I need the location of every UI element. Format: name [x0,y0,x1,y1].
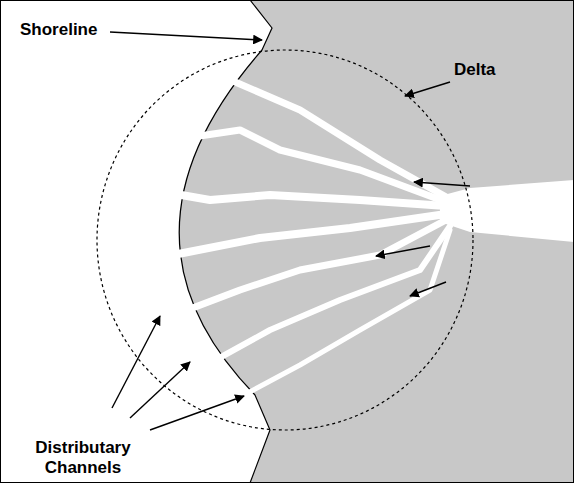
label: Distributary Channels [18,438,148,479]
leader-arrows [110,32,450,430]
label: Shoreline [20,20,110,40]
label: Delta [454,60,514,80]
river [440,180,574,242]
channels [164,78,450,394]
delta-outline [97,50,473,430]
flow-arrows [376,182,470,296]
